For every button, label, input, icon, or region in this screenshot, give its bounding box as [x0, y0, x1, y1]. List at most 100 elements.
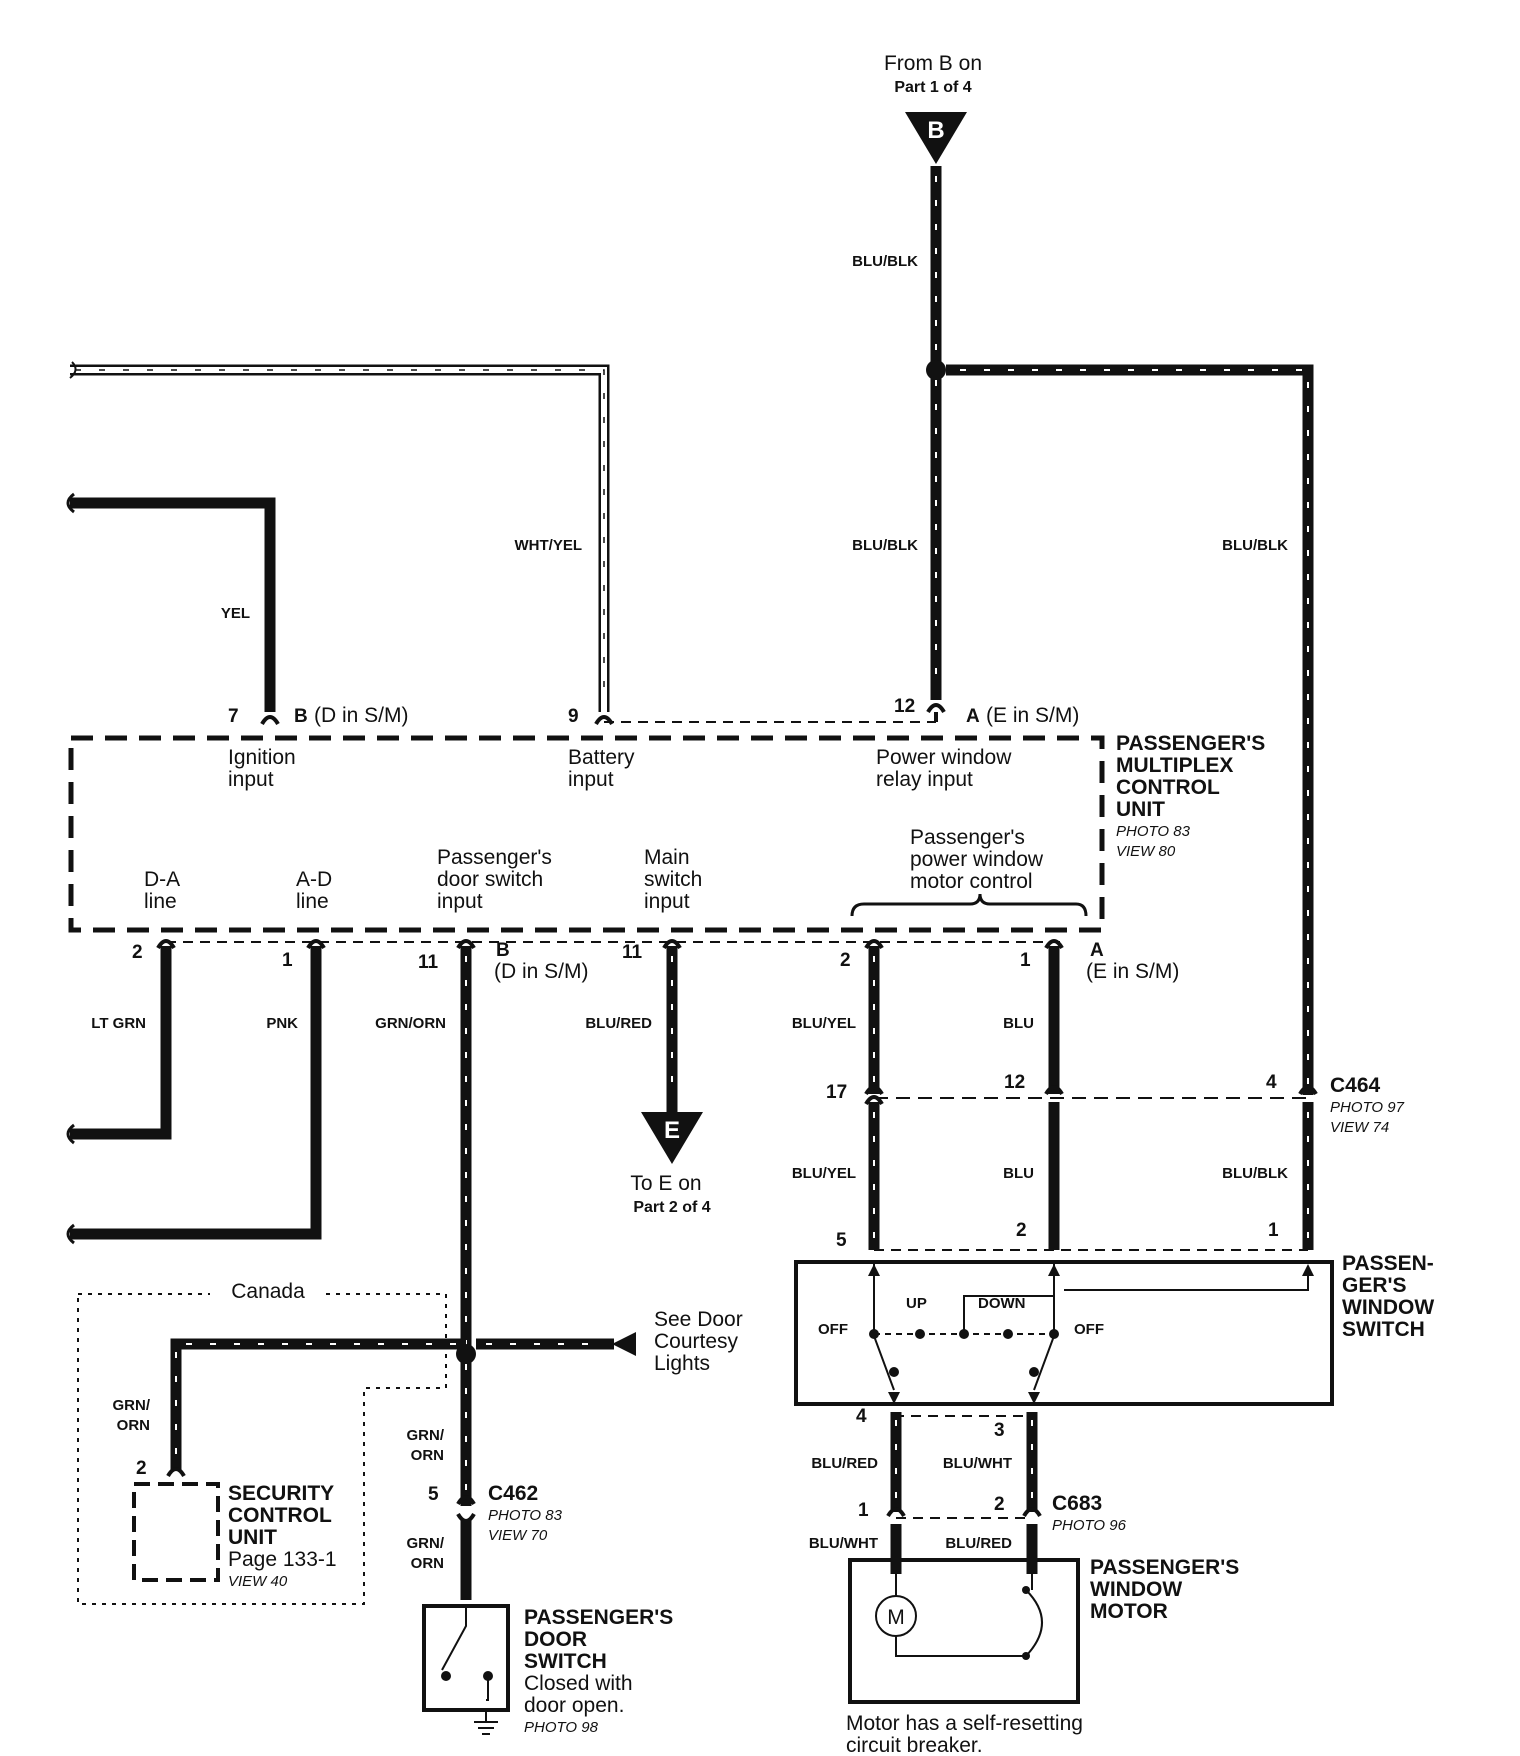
svg-text:GRN/: GRN/	[407, 1535, 445, 1552]
svg-text:input: input	[228, 768, 274, 791]
wire-blu-yel: BLU/YEL BLU/YEL	[792, 939, 884, 1250]
svg-text:line: line	[144, 890, 177, 913]
svg-text:2: 2	[136, 1458, 147, 1479]
svg-text:M: M	[887, 1606, 905, 1629]
svg-text:PASSEN-: PASSEN-	[1342, 1252, 1434, 1275]
svg-text:BLU: BLU	[1003, 1015, 1034, 1032]
svg-text:ORN: ORN	[117, 1417, 150, 1434]
svg-text:BLU/BLK: BLU/BLK	[852, 253, 918, 270]
wire-yel: YEL	[70, 497, 276, 712]
svg-text:power window: power window	[910, 848, 1044, 871]
svg-text:Ignition: Ignition	[228, 746, 296, 769]
connector-c464: 17 12 4 C464 PHOTO 97 VIEW 74	[826, 1072, 1405, 1136]
splice-dot	[926, 360, 946, 380]
svg-text:9: 9	[568, 706, 579, 727]
svg-text:UNIT: UNIT	[1116, 798, 1165, 821]
svg-text:See Door: See Door	[654, 1308, 743, 1331]
svg-text:PHOTO 83: PHOTO 83	[488, 1507, 563, 1524]
svg-text:SWITCH: SWITCH	[1342, 1318, 1425, 1341]
svg-text:BLU/BLK: BLU/BLK	[852, 537, 918, 554]
svg-text:C462: C462	[488, 1482, 538, 1505]
svg-text:BLU: BLU	[1003, 1165, 1034, 1182]
svg-text:Motor has a self-resetting: Motor has a self-resetting	[846, 1712, 1083, 1735]
svg-text:D-A: D-A	[144, 868, 180, 891]
svg-text:Battery: Battery	[568, 746, 635, 769]
svg-text:PASSENGER'S: PASSENGER'S	[1090, 1556, 1239, 1579]
svg-text:SWITCH: SWITCH	[524, 1650, 607, 1673]
svg-text:YEL: YEL	[221, 605, 250, 622]
svg-text:11: 11	[418, 952, 439, 973]
svg-text:GER'S: GER'S	[1342, 1274, 1407, 1297]
svg-text:4: 4	[1266, 1072, 1277, 1093]
svg-text:CONTROL: CONTROL	[228, 1504, 332, 1527]
svg-text:Part 2 of 4: Part 2 of 4	[633, 1199, 710, 1216]
svg-text:OFF: OFF	[818, 1321, 848, 1338]
svg-text:input: input	[644, 890, 690, 913]
svg-text:2: 2	[840, 950, 851, 971]
motor-wires: BLU/RED BLU/WHT BLU/WHT BLU/RED	[809, 1412, 1038, 1574]
svg-text:VIEW 40: VIEW 40	[228, 1573, 288, 1590]
svg-text:(D in S/M): (D in S/M)	[494, 960, 589, 983]
svg-text:PASSENGER'S: PASSENGER'S	[524, 1606, 673, 1629]
wire-blu-blk-right: BLU/BLK	[946, 364, 1314, 1095]
svg-text:CONTROL: CONTROL	[1116, 776, 1220, 799]
passengers-window-switch: 5 2 1 OFF UP DOWN OFF PASSEN- GER'S WIND…	[794, 1220, 1434, 1441]
svg-text:B: B	[294, 706, 308, 727]
svg-text:1: 1	[858, 1500, 869, 1521]
svg-text:Main: Main	[644, 846, 690, 869]
svg-text:To E on: To E on	[630, 1172, 701, 1195]
svg-text:LT GRN: LT GRN	[91, 1015, 146, 1032]
wire-blu: BLU BLU	[1003, 939, 1064, 1250]
connector-e-triangle	[641, 1112, 703, 1164]
svg-text:GRN/: GRN/	[407, 1427, 445, 1444]
connector-c683: 1 2 C683 PHOTO 96	[858, 1492, 1127, 1534]
svg-text:GRN/: GRN/	[113, 1397, 151, 1414]
svg-text:C683: C683	[1052, 1492, 1102, 1515]
svg-text:B: B	[496, 940, 510, 961]
svg-text:circuit breaker.: circuit breaker.	[846, 1734, 983, 1756]
svg-text:2: 2	[132, 942, 143, 963]
svg-text:motor control: motor control	[910, 870, 1033, 893]
wire-wht-yel: WHT/YEL	[69, 361, 610, 712]
svg-text:switch: switch	[644, 868, 702, 891]
svg-text:WINDOW: WINDOW	[1342, 1296, 1434, 1319]
svg-text:DOOR: DOOR	[524, 1628, 587, 1651]
svg-text:12: 12	[894, 696, 915, 717]
svg-text:4: 4	[856, 1406, 867, 1427]
svg-text:Courtesy: Courtesy	[654, 1330, 739, 1353]
svg-text:1: 1	[1268, 1220, 1279, 1241]
svg-text:relay input: relay input	[876, 768, 973, 791]
connector-c462: GRN/ ORN 5 C462 PHOTO 83 VIEW 70 GRN/ OR…	[407, 1427, 563, 1600]
svg-text:door switch: door switch	[437, 868, 543, 891]
svg-text:BLU/RED: BLU/RED	[585, 1015, 652, 1032]
svg-text:7: 7	[228, 706, 239, 727]
multiplex-control-unit: 7 B (D in S/M) 9 12 A (E in S/M) Ignitio…	[68, 696, 1265, 983]
svg-text:(E in S/M): (E in S/M)	[986, 704, 1079, 727]
door-courtesy-reference: See Door Courtesy Lights	[476, 1308, 743, 1375]
svg-text:A: A	[1090, 940, 1104, 961]
svg-text:door open.: door open.	[524, 1694, 624, 1717]
svg-text:ORN: ORN	[411, 1555, 444, 1572]
svg-text:BLU/YEL: BLU/YEL	[792, 1015, 856, 1032]
svg-text:2: 2	[1016, 1220, 1027, 1241]
svg-text:PNK: PNK	[266, 1015, 298, 1032]
svg-text:ORN: ORN	[411, 1447, 444, 1464]
svg-text:UNIT: UNIT	[228, 1526, 277, 1549]
svg-text:VIEW 80: VIEW 80	[1116, 843, 1176, 860]
svg-text:Part 1 of 4: Part 1 of 4	[894, 79, 971, 96]
svg-text:BLU/RED: BLU/RED	[811, 1455, 878, 1472]
svg-text:PHOTO 97: PHOTO 97	[1330, 1099, 1405, 1116]
svg-text:12: 12	[1004, 1072, 1025, 1093]
svg-text:A: A	[966, 706, 980, 727]
svg-text:BLU/BLK: BLU/BLK	[1222, 537, 1288, 554]
passengers-door-switch: PASSENGER'S DOOR SWITCH Closed with door…	[422, 1604, 673, 1736]
svg-text:Power window: Power window	[876, 746, 1012, 769]
wire-blu-red-main: BLU/RED E To E on Part 2 of 4	[585, 939, 711, 1216]
svg-text:VIEW 70: VIEW 70	[488, 1527, 548, 1544]
wire-lt-grn: LT GRN	[70, 939, 176, 1140]
svg-text:MULTIPLEX: MULTIPLEX	[1116, 754, 1233, 777]
svg-text:input: input	[568, 768, 614, 791]
svg-text:UP: UP	[906, 1295, 927, 1312]
